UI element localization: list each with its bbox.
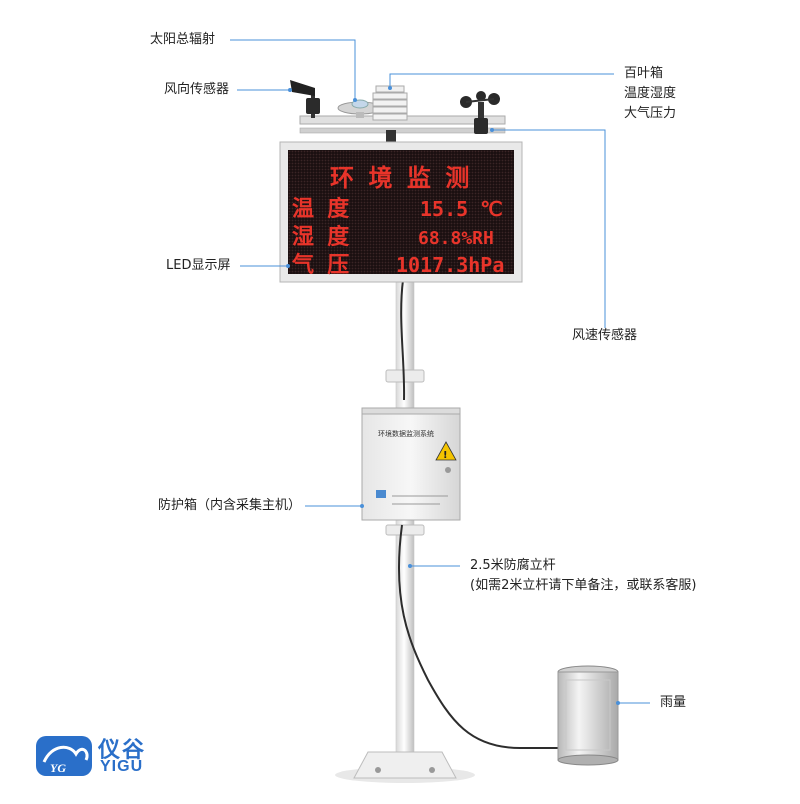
pole-clamp (385, 369, 425, 383)
brand-logo: 仪谷 YIGU (36, 730, 176, 780)
label-shutter-box-line3: 大气压力 (624, 106, 677, 121)
led-row2-value: 15.5 ℃ (420, 197, 503, 221)
base-plate (353, 751, 457, 779)
anemometer (460, 91, 500, 134)
label-wind-direction: 风向传感器 (164, 82, 230, 97)
label-pole-line1: 2.5米防腐立杆 (470, 558, 556, 573)
warning-icon (435, 441, 457, 461)
led-row4-label: 气 压 (291, 252, 349, 278)
logo-mark: YG (36, 736, 92, 776)
pole-clamp-lower (385, 524, 425, 536)
led-row2-label: 温 度 (292, 196, 350, 222)
label-shutter-box: 百叶箱 温度湿度 大气压力 (624, 64, 676, 124)
led-row1: 环 境 监 测 (330, 164, 469, 192)
callout-solar (230, 39, 356, 100)
callout-shutter-box (389, 73, 614, 88)
label-protection-box: 防护箱（内含采集主机） (158, 498, 302, 513)
rain-gauge (557, 665, 619, 766)
label-shutter-box-line1: 百叶箱 (624, 66, 664, 81)
wind-vane (290, 80, 320, 118)
signal-cable (397, 524, 567, 750)
shutter-box (372, 85, 408, 144)
led-screen-text: 环 境 监 测 温 度 15.5 ℃ 湿 度 68.8%RH 气 压 1017.… (291, 164, 504, 278)
brand-name-en: YIGU (100, 758, 144, 775)
led-row3-value: 68.8%RH (418, 228, 494, 249)
label-pole-line2: (如需2米立杆请下单备注，或联系客服) (470, 578, 697, 593)
label-shutter-box-line2: 温度湿度 (624, 86, 677, 101)
callout-wind-speed (492, 129, 606, 328)
led-row4-value: 1017.3hPa (396, 253, 504, 277)
svg-text:YG: YG (50, 761, 66, 775)
warning-mark: ! (443, 450, 448, 461)
protection-box: 环境数据监测系统 ! (361, 407, 461, 521)
label-wind-speed: 风速传感器 (572, 328, 638, 343)
label-led-screen: LED显示屏 (166, 258, 231, 273)
brand-name-cn: 仪谷 (98, 738, 147, 763)
enclosure-title: 环境数据监测系统 (378, 429, 434, 438)
led-row3-label: 湿 度 (292, 224, 350, 250)
label-pole: 2.5米防腐立杆 (如需2米立杆请下单备注，或联系客服) (470, 556, 696, 596)
callout-lines (230, 39, 650, 704)
led-screen-panel (288, 150, 514, 274)
label-rain-gauge: 雨量 (660, 695, 687, 710)
label-solar-radiation: 太阳总辐射 (150, 32, 216, 47)
